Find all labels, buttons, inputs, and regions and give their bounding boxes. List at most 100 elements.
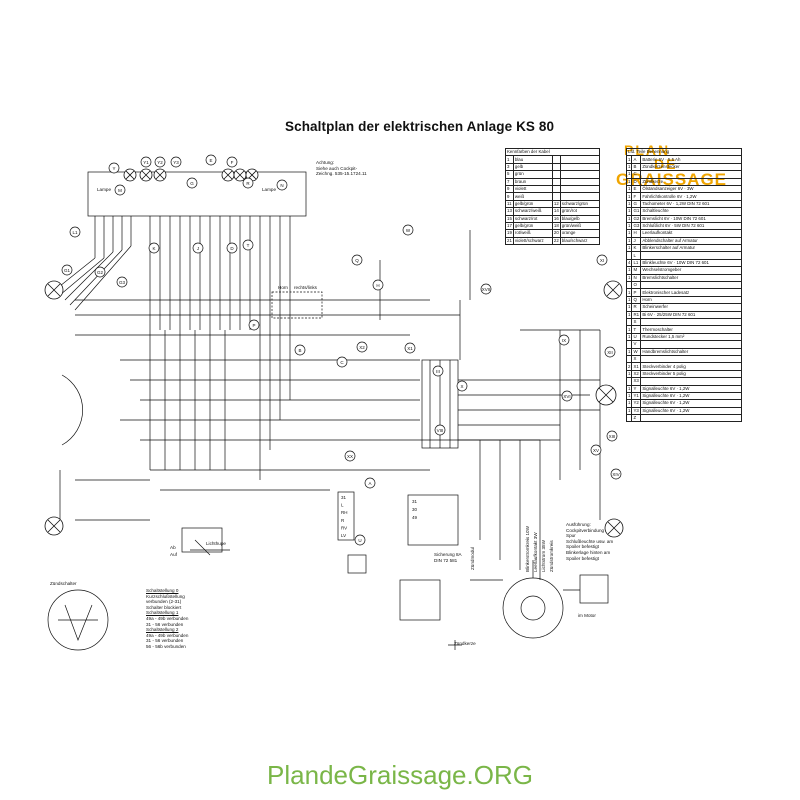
harness-center (149, 216, 251, 330)
legend-cell (640, 414, 743, 423)
marker-g1: G1 (61, 264, 73, 276)
marker-text: VIII (437, 428, 444, 433)
marker-text: XV (593, 448, 599, 453)
marker-text: G2 (97, 270, 104, 275)
indicator-lamp-rear-left (44, 516, 64, 536)
marker-circle (205, 154, 217, 166)
marker-text: Y2 (157, 160, 163, 165)
marker-circle (94, 266, 106, 278)
cockpit-lamp-y2 (153, 168, 167, 182)
horn-label: Horn (278, 285, 288, 290)
marker-xx: XX (344, 450, 356, 462)
tail-lamp (595, 384, 617, 406)
marker-text: H (376, 283, 379, 288)
indicator-lamp-rear-right (604, 518, 624, 538)
right-verticals (520, 329, 601, 520)
marker-text: Q (355, 258, 359, 263)
marker-c: C (336, 356, 348, 368)
marker-circle (356, 341, 368, 353)
fuse-terminal-label: 30 (412, 507, 418, 512)
marker-text: XIII (609, 434, 616, 439)
cockpit-lamp-y (123, 168, 137, 182)
marker-text: R (246, 181, 250, 186)
achtung-note: Achtung: Siehe auch Cockpit- Zeichng. 53… (316, 160, 367, 177)
marker-text: G3 (119, 280, 126, 285)
color-key-cell: violett/schwarz (512, 236, 553, 246)
marker-circle (242, 177, 254, 189)
ausfuehrung-line: Blinkerlage hinten am (566, 549, 611, 555)
marker-text: A (368, 481, 371, 486)
marker-text: T (247, 243, 250, 248)
cockpit-lamp-y1 (139, 168, 153, 182)
marker-ix: IX (558, 334, 570, 346)
sicherung-line: Sicherung 8A (434, 552, 462, 557)
marker-circle (154, 156, 166, 168)
marker-text: K (152, 246, 155, 251)
marker-circle (596, 254, 608, 266)
lichthupe-label: Lichthupe (206, 541, 226, 546)
marker-circle (336, 356, 348, 368)
indicator-lamp-front-right (603, 280, 623, 300)
marker-circle (226, 242, 238, 254)
marker-w: W (402, 224, 414, 236)
color-key-cell: blau/schwarz (559, 236, 600, 246)
alternator-wires (470, 560, 580, 591)
marker-text: D (230, 246, 234, 251)
ausfuehrung-line: Spoiler befestigt (566, 544, 599, 550)
small-module-box (347, 554, 367, 574)
marker-text: U (358, 538, 361, 543)
marker-text: N (280, 183, 283, 188)
marker-iii: III (432, 365, 444, 377)
marker-circle (114, 184, 126, 196)
schaltstellung-line: Schaltstellung 0 (146, 588, 179, 593)
ab-label: Ab (170, 545, 176, 550)
marker-circle (344, 450, 356, 462)
marker-viii: VIII (434, 424, 446, 436)
fuse-terminal-label: 49 (412, 515, 418, 520)
lamps (44, 168, 624, 538)
marker-y2: Y2 (154, 156, 166, 168)
marker-text: W (406, 228, 411, 233)
marker-m: M (114, 184, 126, 196)
sparkplug-symbol (448, 640, 462, 650)
marker-y3: Y3 (170, 156, 182, 168)
marker-text: J (197, 246, 199, 251)
marker-circle (69, 226, 81, 238)
cockpit-lamp-e (221, 168, 235, 182)
zuendschalter-label: Zündschalter (50, 581, 77, 586)
schaltstellung-line: 49a - 49b verbunden (146, 615, 189, 621)
marker-g3: G3 (116, 276, 128, 288)
ausfuehrung-line: Spur (566, 533, 576, 539)
sicherung-line: DIN 72 581 (434, 557, 458, 563)
ausfuehrung-line: Cockpitverbindung (566, 527, 605, 533)
fuse-terminal-label: 31 (412, 499, 418, 504)
legend-row: Z (625, 414, 743, 423)
schaltstellung-note: Schaltstellung 0 Kurzschlußstellung verb… (146, 588, 188, 650)
marker-t: T (242, 239, 254, 251)
ausfuehrung-note: Ausführung: Cockpitverbindung Spur Schlu… (566, 522, 613, 561)
ausfuehrung-line: Schlußleuchte usw. am (566, 538, 614, 544)
marker-circle (116, 276, 128, 288)
marker-text: F (231, 160, 234, 165)
marker-text: XX (347, 454, 353, 459)
ignition-switch-circle (47, 589, 109, 651)
schaltstellung-line: 31 - 56 verbunden (146, 638, 184, 644)
marker-u: U (354, 534, 366, 546)
marker-text: X1 (407, 346, 413, 351)
marker-circle (610, 468, 622, 480)
terminal-label: RV (341, 525, 347, 530)
marker-xi: XI (596, 254, 608, 266)
marker-text: XI (600, 258, 604, 263)
alternator-circle (502, 577, 564, 639)
marker-text: XVI (563, 394, 570, 399)
marker-circle (294, 344, 306, 356)
marker-circle (480, 283, 492, 295)
harness-left (94, 216, 132, 258)
marker-x1: X1 (404, 342, 416, 354)
marker-circle (140, 156, 152, 168)
marker-text: Y (112, 166, 115, 171)
marker-circle (590, 444, 602, 456)
